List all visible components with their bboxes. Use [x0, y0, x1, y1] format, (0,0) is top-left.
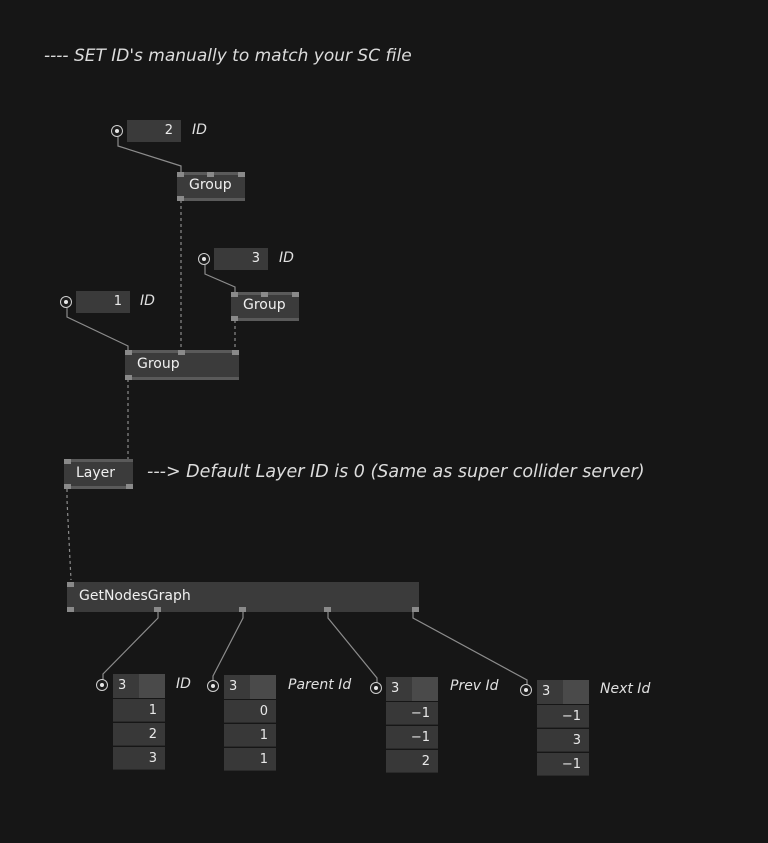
spread-cell[interactable]: 2	[113, 723, 165, 746]
comment-set-ids: ---- SET ID's manually to match your SC …	[44, 46, 412, 66]
bang-icon[interactable]	[370, 682, 382, 694]
group-node-b[interactable]: Group	[231, 292, 299, 321]
spread-count: 3	[386, 677, 412, 701]
spread-cell[interactable]: 1	[113, 699, 165, 722]
output-prev-id-spread[interactable]: 3 −1 −1 2	[386, 677, 438, 773]
spread-count: 3	[113, 674, 139, 698]
spread-cell[interactable]: −1	[386, 726, 438, 749]
id-input-group-a[interactable]: 2	[127, 120, 181, 142]
id-input-label: ID	[192, 122, 207, 138]
spread-cell[interactable]: 3	[537, 729, 589, 752]
get-nodes-graph-label: GetNodesGraph	[79, 588, 191, 604]
spread-cell[interactable]: 1	[224, 724, 276, 747]
layer-node[interactable]: Layer	[64, 459, 133, 489]
get-nodes-graph-node[interactable]: GetNodesGraph	[67, 582, 419, 612]
output-parent-id-spread[interactable]: 3 0 1 1	[224, 675, 276, 771]
spread-cell[interactable]: 2	[386, 750, 438, 773]
output-id-spread[interactable]: 3 1 2 3	[113, 674, 165, 770]
output-id-label: ID	[176, 676, 191, 692]
spread-cell[interactable]: −1	[386, 702, 438, 725]
bang-icon[interactable]	[111, 125, 123, 137]
bang-icon[interactable]	[96, 679, 108, 691]
spread-count: 3	[537, 680, 563, 704]
bang-icon[interactable]	[60, 296, 72, 308]
bang-icon[interactable]	[198, 253, 210, 265]
group-node-a[interactable]: Group	[177, 172, 245, 201]
spread-cell[interactable]: 1	[224, 748, 276, 771]
output-next-id-label: Next Id	[600, 681, 651, 697]
comment-default-layer: ---> Default Layer ID is 0 (Same as supe…	[147, 462, 645, 482]
id-input-group-c[interactable]: 1	[76, 291, 130, 313]
group-node-label: Group	[189, 177, 232, 193]
bang-icon[interactable]	[520, 684, 532, 696]
bang-icon[interactable]	[207, 680, 219, 692]
spread-cell[interactable]: −1	[537, 705, 589, 728]
spread-cell[interactable]: −1	[537, 753, 589, 776]
spread-cell[interactable]: 3	[113, 747, 165, 770]
output-parent-id-label: Parent Id	[288, 677, 352, 693]
id-input-label: ID	[279, 250, 294, 266]
spread-count: 3	[224, 675, 250, 699]
spread-cell[interactable]: 0	[224, 700, 276, 723]
output-prev-id-label: Prev Id	[450, 678, 499, 694]
group-node-label: Group	[137, 356, 180, 372]
group-node-label: Group	[243, 297, 286, 313]
group-node-c[interactable]: Group	[125, 350, 239, 380]
id-input-group-b[interactable]: 3	[214, 248, 268, 270]
id-input-label: ID	[140, 293, 155, 309]
layer-node-label: Layer	[76, 465, 116, 481]
output-next-id-spread[interactable]: 3 −1 3 −1	[537, 680, 589, 776]
